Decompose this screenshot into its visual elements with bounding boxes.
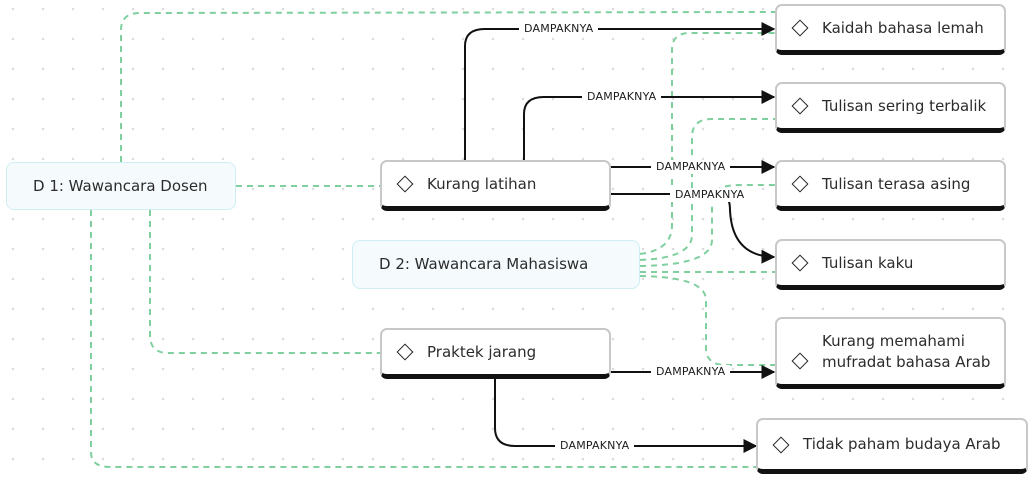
node-label: D 2: Wawancara Mahasiswa bbox=[379, 255, 589, 273]
link-d1-kaidah[interactable] bbox=[120, 11, 777, 162]
node-label: Tulisan kaku bbox=[822, 253, 914, 272]
edge-label: DAMPAKNYA bbox=[651, 365, 731, 379]
edge-label: DAMPAKNYA bbox=[670, 188, 750, 202]
diamond-icon bbox=[396, 175, 414, 193]
node-label: Kurang latihan bbox=[427, 174, 537, 193]
node-label: Tulisan terasa asing bbox=[822, 174, 971, 193]
node-label: D 1: Wawancara Dosen bbox=[33, 176, 208, 195]
effect-node-asing[interactable]: Tulisan terasa asing bbox=[775, 160, 1006, 211]
link-d2-kaidah[interactable] bbox=[639, 32, 776, 255]
edge-label: DAMPAKNYA bbox=[582, 90, 662, 104]
cause-node-kurang-latihan[interactable]: Kurang latihan bbox=[380, 160, 611, 211]
edge-kurang-latihan-terbalik[interactable] bbox=[523, 90, 776, 160]
effect-node-terbalik[interactable]: Tulisan sering terbalik bbox=[775, 82, 1006, 133]
source-node-d2[interactable]: D 2: Wawancara Mahasiswa bbox=[352, 240, 640, 289]
effect-node-mufradat[interactable]: Kurang memahami mufradat bahasa Arab bbox=[775, 317, 1006, 389]
edge-label: DAMPAKNYA bbox=[651, 160, 731, 174]
diamond-icon bbox=[791, 175, 809, 193]
diamond-icon bbox=[791, 352, 809, 369]
edge-label: DAMPAKNYA bbox=[555, 439, 635, 453]
source-node-d1[interactable]: D 1: Wawancara Dosen bbox=[6, 162, 236, 210]
diamond-icon bbox=[772, 436, 790, 453]
link-d1-praktek-jarang[interactable] bbox=[149, 210, 380, 354]
link-d2-terbalik[interactable] bbox=[639, 118, 776, 261]
diamond-icon bbox=[791, 254, 809, 272]
edge-kurang-latihan-kaidah[interactable] bbox=[464, 22, 776, 160]
edge-label: DAMPAKNYA bbox=[519, 22, 599, 36]
link-d2-asing[interactable] bbox=[639, 184, 776, 267]
effect-node-kaku[interactable]: Tulisan kaku bbox=[775, 239, 1006, 290]
link-d1-budaya[interactable] bbox=[90, 210, 758, 468]
cause-node-praktek-jarang[interactable]: Praktek jarang bbox=[380, 328, 611, 379]
node-label: Kaidah bahasa lemah bbox=[822, 18, 984, 37]
node-label: Kurang memahami mufradat bahasa Arab bbox=[822, 332, 991, 371]
diamond-icon bbox=[791, 19, 809, 37]
diamond-icon bbox=[791, 97, 809, 115]
diamond-icon bbox=[396, 343, 414, 361]
effect-node-budaya[interactable]: Tidak paham budaya Arab bbox=[756, 418, 1028, 474]
link-d2-mufradat[interactable] bbox=[639, 275, 776, 366]
node-label: Praktek jarang bbox=[427, 342, 537, 361]
node-label: Tulisan sering terbalik bbox=[822, 96, 987, 115]
edge-praktek-jarang-budaya[interactable] bbox=[494, 378, 758, 453]
effect-node-kaidah[interactable]: Kaidah bahasa lemah bbox=[775, 4, 1006, 55]
node-label: Tidak paham budaya Arab bbox=[803, 435, 1001, 453]
